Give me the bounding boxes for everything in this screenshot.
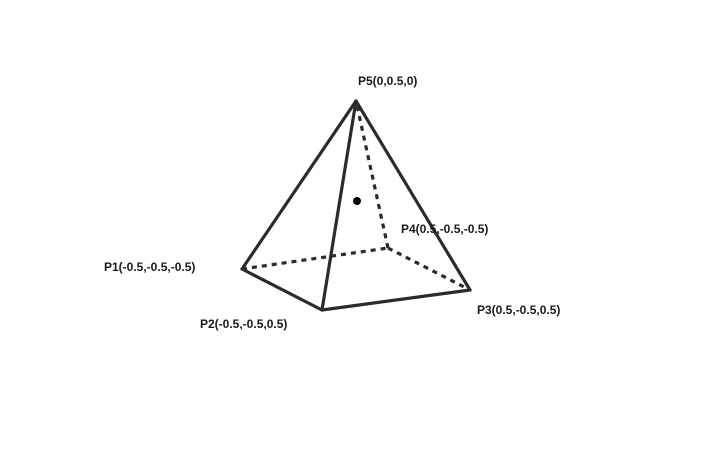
edge-p2-p5 bbox=[320, 99, 358, 312]
vertex-label-p5: P5(0,0.5,0) bbox=[358, 74, 417, 88]
interior-point bbox=[353, 197, 361, 205]
edge-p2-p3 bbox=[320, 288, 472, 312]
vertex-label-p4: P4(0.5,-0.5,-0.5) bbox=[401, 222, 488, 236]
edge-p1-p4 bbox=[241, 246, 389, 271]
vertex-label-p2: P2(-0.5,-0.5,0.5) bbox=[200, 317, 287, 331]
edge-p1-p2 bbox=[240, 267, 324, 312]
vertex-label-p1: P1(-0.5,-0.5,-0.5) bbox=[104, 260, 195, 274]
edge-p4-p5 bbox=[354, 100, 390, 249]
edge-p1-p5 bbox=[240, 99, 358, 271]
vertex-label-p3: P3(0.5,-0.5,0.5) bbox=[477, 303, 560, 317]
edge-p3-p5 bbox=[354, 99, 472, 292]
